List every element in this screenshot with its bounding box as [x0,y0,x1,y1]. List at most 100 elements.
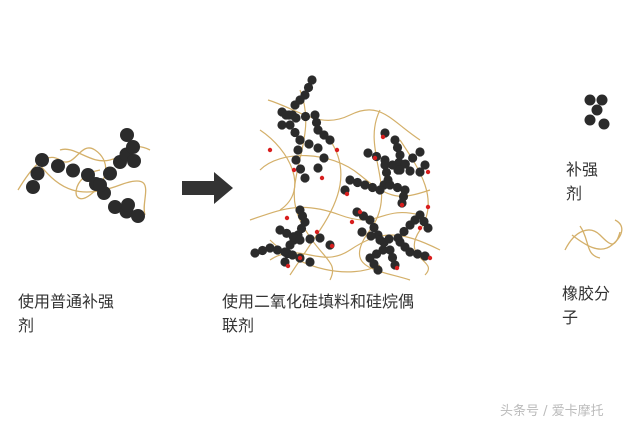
filler-particle [375,235,385,245]
filler-particle [93,178,107,192]
filler-particle [412,249,423,259]
coupling-agent [425,169,431,175]
coupling-agent [425,204,431,210]
filler-particle [290,100,300,110]
silica-silane-label: 使用二氧化硅填料和硅烷偶联剂 [222,292,415,335]
rubber-molecule [267,99,421,141]
filler-particle [373,265,383,275]
filler-particle [300,173,310,183]
filler-particle [584,114,596,126]
coupling-agent [357,209,363,215]
filler-particle [295,135,305,145]
filler-particle [103,166,117,181]
filler-particle [285,120,295,130]
filler-particle [366,231,376,241]
coupling-agent [394,265,400,271]
filler-particle [26,180,40,194]
filler-particle [420,251,430,261]
coupling-agent [314,229,320,235]
coupling-agent [372,155,378,161]
filler-particle [293,145,303,155]
filler-particle [365,215,375,225]
filler-particle [399,226,409,237]
coupling-agent [344,191,350,197]
filler-particle [277,120,287,130]
filler-particle [405,247,415,257]
filler-particle [313,163,323,173]
coupling-agent [297,255,303,261]
silica-silane-illustration [249,75,441,281]
filler-particle [295,235,305,245]
filler-particle [250,248,260,258]
filler-particle [385,245,395,255]
filler-particle [291,155,301,165]
filler-particle [584,94,596,106]
coupling-agent [380,134,386,140]
filler-particle [121,198,135,212]
rubber-molecule [289,139,342,276]
filler-particle [280,247,290,257]
filler-particle [310,110,320,120]
filler-particle [385,180,395,190]
filler-particle [108,200,122,214]
arrow-icon [182,172,233,204]
filler-particle [281,110,291,120]
filler-particle [325,135,335,145]
filler-particle [303,82,314,93]
coupling-agent [284,215,290,221]
filler-particle [313,143,323,153]
filler-particle [315,233,325,243]
filler-particle [387,252,398,263]
legend-filler-icon [584,94,610,130]
filler-particle [307,75,317,85]
rubber-molecule [571,219,623,250]
watermark: 头条号 / 爱卡摩托 [500,404,604,419]
filler-particle [295,164,306,174]
filler-particle [81,168,95,182]
filler-particle [375,185,385,195]
filler-particle [126,140,140,154]
filler-particle [305,234,315,244]
coupling-agent [329,243,335,249]
filler-particle [423,223,433,233]
coupling-agent [285,263,291,269]
legend-filler-label: 补强剂 [566,160,599,203]
filler-particle [390,135,400,145]
ordinary-filler-illustration [17,128,151,223]
filler-particle [120,128,134,142]
legend-rubber-icon [564,219,623,259]
filler-particle [395,150,405,160]
filler-particle [400,159,410,169]
filler-particle [35,153,49,167]
filler-particle [345,175,355,185]
filler-particle [272,245,283,255]
coupling-agent [417,225,423,231]
filler-particle [305,257,315,267]
filler-particle [131,209,145,223]
filler-particle [415,167,425,177]
coupling-agent [399,202,405,208]
filler-particle [384,234,394,244]
filler-particle [265,243,275,253]
legend-rubber-label: 橡胶分子 [562,284,611,327]
filler-particle [363,148,373,158]
filler-particle [369,222,379,233]
coupling-agent [349,219,355,225]
coupling-agent [427,255,433,261]
filler-particle [30,166,45,181]
filler-particle [392,182,403,193]
rubber-molecule [259,129,296,211]
filler-particle [405,166,415,176]
filler-particle [360,180,370,190]
filler-particle [291,113,301,123]
filler-particle [51,159,65,173]
filler-particle [420,160,430,170]
coupling-agent [267,147,273,153]
filler-particle [287,250,298,260]
rubber-molecule [579,225,601,259]
filler-particle [415,147,425,157]
filler-particle [66,163,80,178]
rubber-molecule [249,206,421,221]
filler-particle [127,154,141,168]
